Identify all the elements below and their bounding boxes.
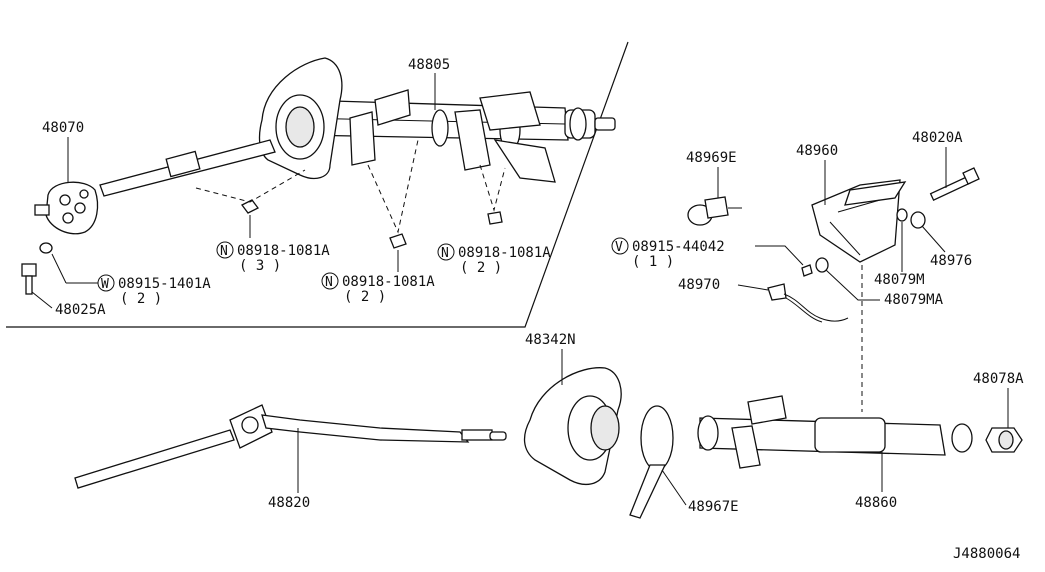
label-48976: 48976 (930, 253, 972, 269)
code-n2-right: 08918-1081A (458, 245, 551, 261)
steering-column-assembly-48805[interactable] (99, 57, 616, 197)
dash-guide-left (195, 169, 306, 203)
upper-inset-border (6, 41, 629, 328)
clip-48969E[interactable] (687, 196, 742, 226)
label-48820: 48820 (268, 495, 310, 511)
leader-48025A (31, 291, 53, 309)
washer-08915-44042[interactable]: V 08915-44042 ( 1 ) (611, 237, 725, 270)
label-48025A: 48025A (55, 302, 106, 318)
code-08915-1401A: 08915-1401A (118, 276, 211, 292)
svg-text:V: V (615, 240, 623, 255)
label-48860: 48860 (855, 495, 897, 511)
column-cover-48960[interactable] (811, 179, 907, 263)
label-48078A: 48078A (973, 371, 1024, 387)
universal-joint-48070[interactable] (34, 181, 99, 235)
label-48805: 48805 (408, 57, 450, 73)
nut-48079MA[interactable] (815, 257, 829, 273)
bolt-48025A[interactable] (21, 242, 53, 295)
label-48020A: 48020A (912, 130, 963, 146)
screw-48020A[interactable] (929, 167, 980, 201)
nut-08918-1081A-qty3[interactable]: N 08918-1081A ( 3 ) (216, 241, 330, 274)
nut-icon-center (389, 233, 407, 249)
label-48970: 48970 (678, 277, 720, 293)
label-48079MA: 48079MA (884, 292, 944, 308)
nut-48078A[interactable] (985, 427, 1023, 453)
leader-48079MA (825, 269, 880, 301)
washer-48976[interactable] (910, 211, 926, 229)
label-48960: 48960 (796, 143, 838, 159)
dash-guide-right (479, 164, 506, 212)
diagram-id: J4880064 (953, 546, 1020, 562)
label-48070: 48070 (42, 120, 84, 136)
label-48342N: 48342N (525, 332, 576, 348)
code-n2-center: 08918-1081A (342, 274, 435, 290)
qty-08915-44042: ( 1 ) (632, 254, 674, 270)
svg-text:W: W (101, 277, 109, 292)
nut-48079M[interactable] (896, 208, 908, 222)
qty-n2-right: ( 2 ) (460, 260, 502, 276)
qty-08915-1401A: ( 2 ) (120, 291, 162, 307)
dash-guide-center (367, 139, 419, 234)
qty-n3: ( 3 ) (239, 258, 281, 274)
dash-boot-48342N[interactable] (523, 367, 622, 486)
leader-48976 (921, 225, 946, 253)
label-48967E: 48967E (688, 499, 739, 515)
label-48079M: 48079M (874, 272, 925, 288)
lower-column-48860[interactable] (697, 395, 973, 469)
washer-08915-1401A[interactable]: W 08915-1401A ( 2 ) (97, 274, 211, 307)
nut-08918-1081A-qty2-center[interactable]: N 08918-1081A ( 2 ) (321, 272, 435, 305)
leader-48967E (661, 469, 687, 506)
washer-icon-44042 (801, 264, 813, 277)
code-08915-44042: 08915-44042 (632, 239, 725, 255)
leader-48970 (737, 284, 769, 291)
label-48969E: 48969E (686, 150, 737, 166)
svg-text:N: N (325, 275, 333, 290)
intermediate-shaft-48820[interactable] (74, 404, 507, 489)
leader-08915-44042 (755, 245, 804, 266)
harness-48970[interactable] (767, 283, 849, 323)
nut-icon-right (487, 211, 503, 225)
qty-n2-center: ( 2 ) (344, 289, 386, 305)
svg-text:N: N (220, 244, 228, 259)
code-n3: 08918-1081A (237, 243, 330, 259)
nut-08918-1081A-qty2-right[interactable]: N 08918-1081A ( 2 ) (437, 243, 551, 276)
strap-48967E[interactable] (629, 405, 674, 519)
svg-text:N: N (441, 246, 449, 261)
